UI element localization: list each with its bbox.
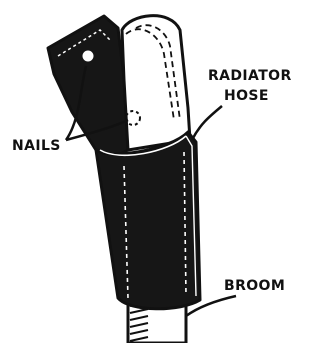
tool-head <box>48 16 128 158</box>
radiator-hose-callout: RADIATOR HOSE <box>192 68 292 140</box>
nail-head <box>83 51 93 61</box>
wooden-handle <box>122 16 190 150</box>
radiator-hose-label-line2: HOSE <box>224 88 269 104</box>
broom-label: BROOM <box>224 278 285 294</box>
nails-label: NAILS <box>12 138 61 154</box>
radiator-hose-label-line1: RADIATOR <box>208 68 292 84</box>
radiator-hose <box>96 132 200 309</box>
